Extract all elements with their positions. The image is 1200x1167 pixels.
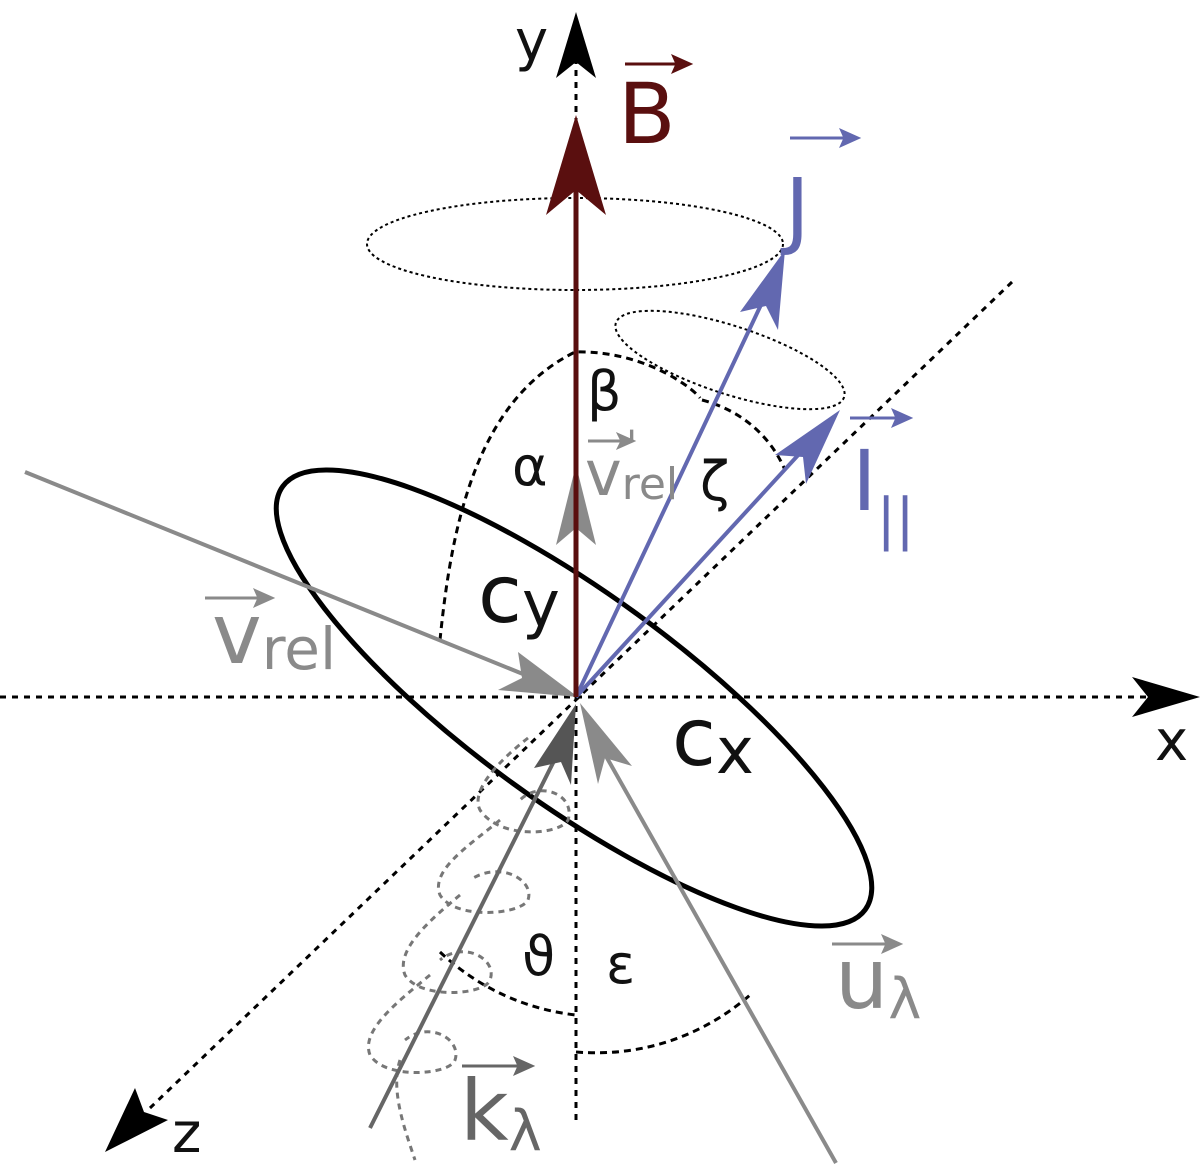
large-ellipse [273,467,875,929]
i-parallel-subscript: || [877,487,915,552]
beta-label: β [587,360,621,423]
y-axis-arrowhead [556,12,596,78]
k-lambda-label: kλ [460,1062,542,1164]
x-axis-arrowhead [1132,677,1200,717]
theta-arc [438,950,577,1017]
epsilon-label: ε [606,933,635,996]
alpha-label: α [512,435,548,498]
i-parallel-label: I|| [852,432,915,552]
u-lambda-vector [580,703,838,1164]
label-overarrows [205,54,914,1076]
u-overarrow [832,934,904,954]
z-axis-label: z [172,1101,201,1166]
i-overarrow [850,408,914,428]
j-label: J [780,160,810,258]
v-rel-label: vrel [212,585,336,683]
c-x-subscript: x [716,715,754,789]
c-y-subscript: y [522,568,560,642]
k-lambda-vector [368,704,576,1129]
c-x-label: cx [672,691,754,789]
y-axis-label: y [515,9,548,74]
u-lambda-label: uλ [835,930,921,1032]
b-overarrow [625,54,694,74]
v-rel-prime-subscript: rel [622,459,678,510]
wave-helix [366,736,571,1161]
axes [0,12,1200,1152]
v-rel-prime-label: vrel' [585,423,678,510]
x-axis-label: x [1155,709,1188,774]
k-lambda-subscript: λ [509,1099,542,1164]
v-rel-base: v [212,585,262,683]
v-rel-prime-base: v [585,437,622,510]
b-label: B [618,65,676,163]
i-parallel-vector [574,410,840,699]
j-vector [574,250,785,698]
c-y-base: c [478,548,522,641]
i-parallel-base: I [852,432,877,530]
c-y-label: cy [478,548,560,642]
labels: y x z B J I|| vrel vrel' uλ kλ cy cx α β… [172,9,1188,1166]
alpha-arc [438,350,702,641]
v-rel-subscript: rel [262,615,336,683]
c-x-base: c [672,691,716,784]
v-rel-vector [24,470,578,697]
j-overarrow [790,128,862,148]
u-lambda-base: u [835,930,888,1028]
k-overarrow [462,1056,536,1076]
theta-label: ϑ [522,925,555,988]
z-axis-arrowhead [105,1088,168,1152]
zeta-label: ζ [700,450,729,513]
u-lambda-subscript: λ [888,967,921,1032]
v-rel-prime-mark: ' [626,423,637,469]
vrel-overarrow [205,588,276,608]
k-lambda-base: k [460,1062,509,1160]
epsilon-arc [575,993,751,1055]
vrelprime-overarrow [588,431,637,451]
b-vector [546,115,606,697]
j-precession-ellipse [614,309,846,411]
